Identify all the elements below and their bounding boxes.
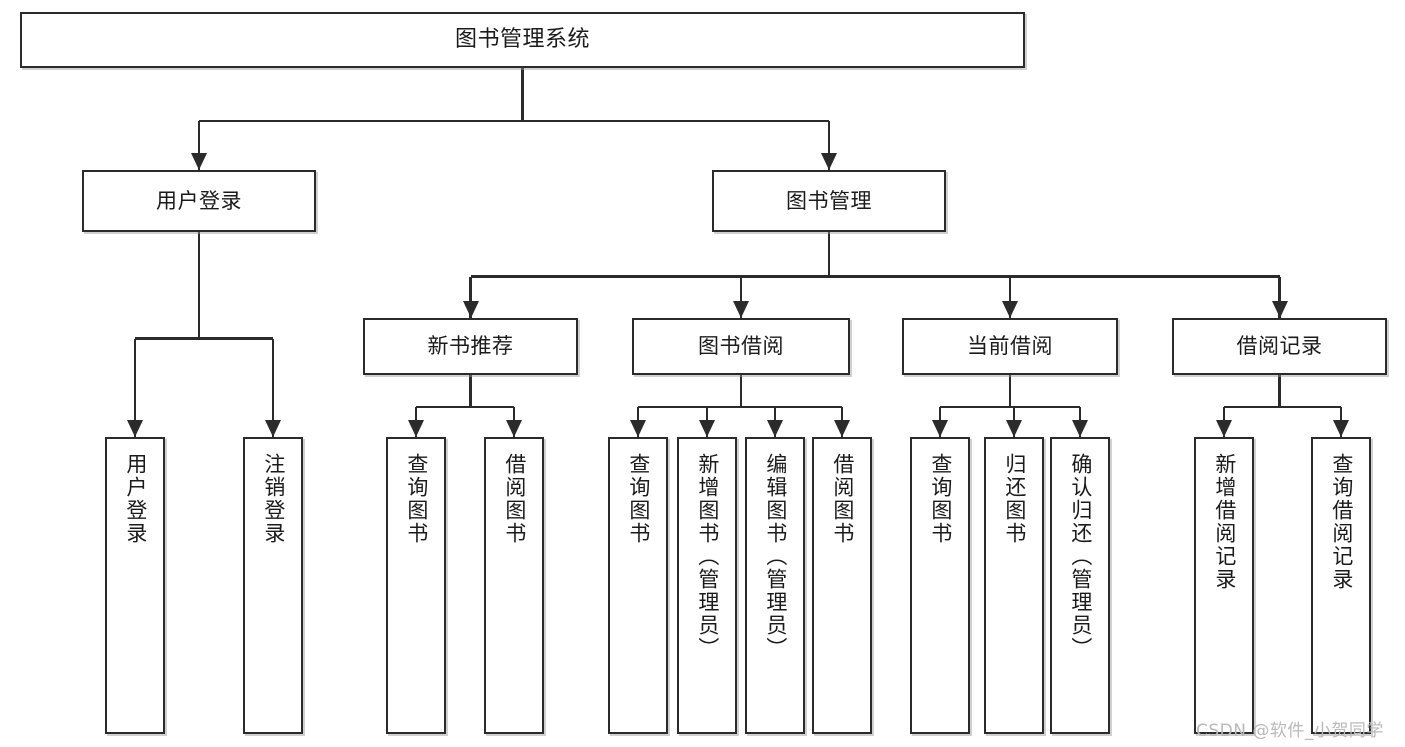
node-leaf-5: 查询图书 [608, 437, 668, 734]
node-label: 借阅图书 [502, 453, 527, 545]
node-label: 查询借阅记录 [1329, 453, 1354, 591]
node-label: 确认归还（管理员） [1068, 453, 1093, 660]
arrow-head-icon [191, 153, 207, 170]
node-label: 注销登录 [261, 453, 286, 545]
node-label: 归还图书 [1002, 453, 1027, 545]
node-leaf-3: 查询图书 [386, 437, 446, 734]
arrow-head-icon [699, 420, 715, 437]
arrow-head-icon [265, 420, 281, 437]
node-leaf-4: 借阅图书 [484, 437, 544, 734]
node-label: 借阅图书 [830, 453, 855, 545]
connector-horizontal [135, 337, 273, 340]
node-label: 借阅记录 [1236, 334, 1323, 359]
node-label: 图书管理 [786, 188, 872, 213]
arrow-head-icon [834, 420, 850, 437]
node-leaf-9: 查询图书 [910, 437, 970, 734]
arrow-head-icon [127, 420, 143, 437]
connector-vertical [739, 276, 743, 318]
arrow-head-icon [1002, 301, 1018, 318]
connector-vertical [469, 375, 472, 408]
connector-vertical [521, 68, 524, 122]
node-leaf-8: 借阅图书 [812, 437, 872, 734]
arrow-head-icon [767, 420, 783, 437]
node-leaf-12: 新增借阅记录 [1194, 437, 1254, 734]
node-leaf-6: 新增图书（管理员） [677, 437, 737, 734]
node-book-mgmt: 图书管理 [712, 170, 946, 232]
node-leaf-13: 查询借阅记录 [1311, 437, 1371, 734]
node-label: 图书管理系统 [454, 27, 590, 53]
node-label: 用户登录 [156, 188, 242, 213]
arrow-head-icon [1333, 420, 1349, 437]
connector-vertical [1278, 375, 1281, 408]
connector-vertical [1008, 375, 1012, 408]
connector-vertical [197, 232, 201, 339]
arrow-head-icon [1216, 420, 1232, 437]
node-book-borrow: 图书借阅 [632, 318, 850, 375]
node-cur-borrow: 当前借阅 [902, 318, 1118, 375]
connector-vertical [1008, 276, 1012, 318]
arrow-head-icon [733, 301, 749, 318]
connector-vertical [469, 276, 472, 318]
node-user-login: 用户登录 [82, 170, 316, 232]
arrow-head-icon [462, 301, 479, 318]
connector-vertical [1278, 276, 1281, 318]
node-label: 当前借阅 [967, 334, 1053, 359]
node-leaf-11: 确认归还（管理员） [1050, 437, 1110, 734]
connector-vertical [827, 232, 831, 277]
node-label: 新增图书（管理员） [695, 453, 720, 660]
node-new-rec: 新书推荐 [363, 318, 578, 375]
node-root: 图书管理系统 [20, 12, 1025, 68]
arrow-head-icon [630, 420, 646, 437]
arrow-head-icon [1271, 301, 1288, 318]
node-label: 查询图书 [404, 453, 429, 545]
connector-horizontal [199, 119, 829, 123]
arrow-head-icon [506, 420, 522, 437]
arrow-head-icon [408, 420, 424, 437]
node-leaf-2: 注销登录 [243, 437, 303, 734]
node-leaf-7: 编辑图书（管理员） [745, 437, 805, 734]
connector-vertical [827, 121, 831, 170]
arrow-head-icon [821, 153, 837, 170]
arrow-head-icon [1072, 420, 1088, 437]
connector-vertical [739, 375, 743, 408]
node-label: 编辑图书（管理员） [763, 453, 788, 660]
connector-horizontal [416, 405, 514, 409]
node-label: 查询图书 [928, 453, 953, 545]
connector-horizontal [940, 405, 1080, 409]
connector-horizontal [470, 275, 1280, 278]
arrow-head-icon [932, 420, 948, 437]
node-label: 新增借阅记录 [1212, 453, 1237, 591]
node-label: 新书推荐 [427, 334, 514, 359]
arrow-head-icon [1006, 420, 1022, 437]
connector-vertical [271, 338, 275, 437]
connector-vertical [133, 338, 137, 437]
connector-horizontal [1224, 405, 1341, 409]
node-label: 图书借阅 [698, 334, 784, 359]
connector-vertical [197, 121, 201, 170]
connector-horizontal [638, 405, 842, 409]
node-leaf-10: 归还图书 [984, 437, 1044, 734]
node-label: 查询图书 [626, 453, 651, 545]
node-leaf-1: 用户登录 [105, 437, 165, 734]
node-label: 用户登录 [123, 453, 148, 545]
csdn-watermark: CSDN @软件_小贺同学 [1196, 721, 1384, 741]
node-borrow-log: 借阅记录 [1172, 318, 1387, 375]
